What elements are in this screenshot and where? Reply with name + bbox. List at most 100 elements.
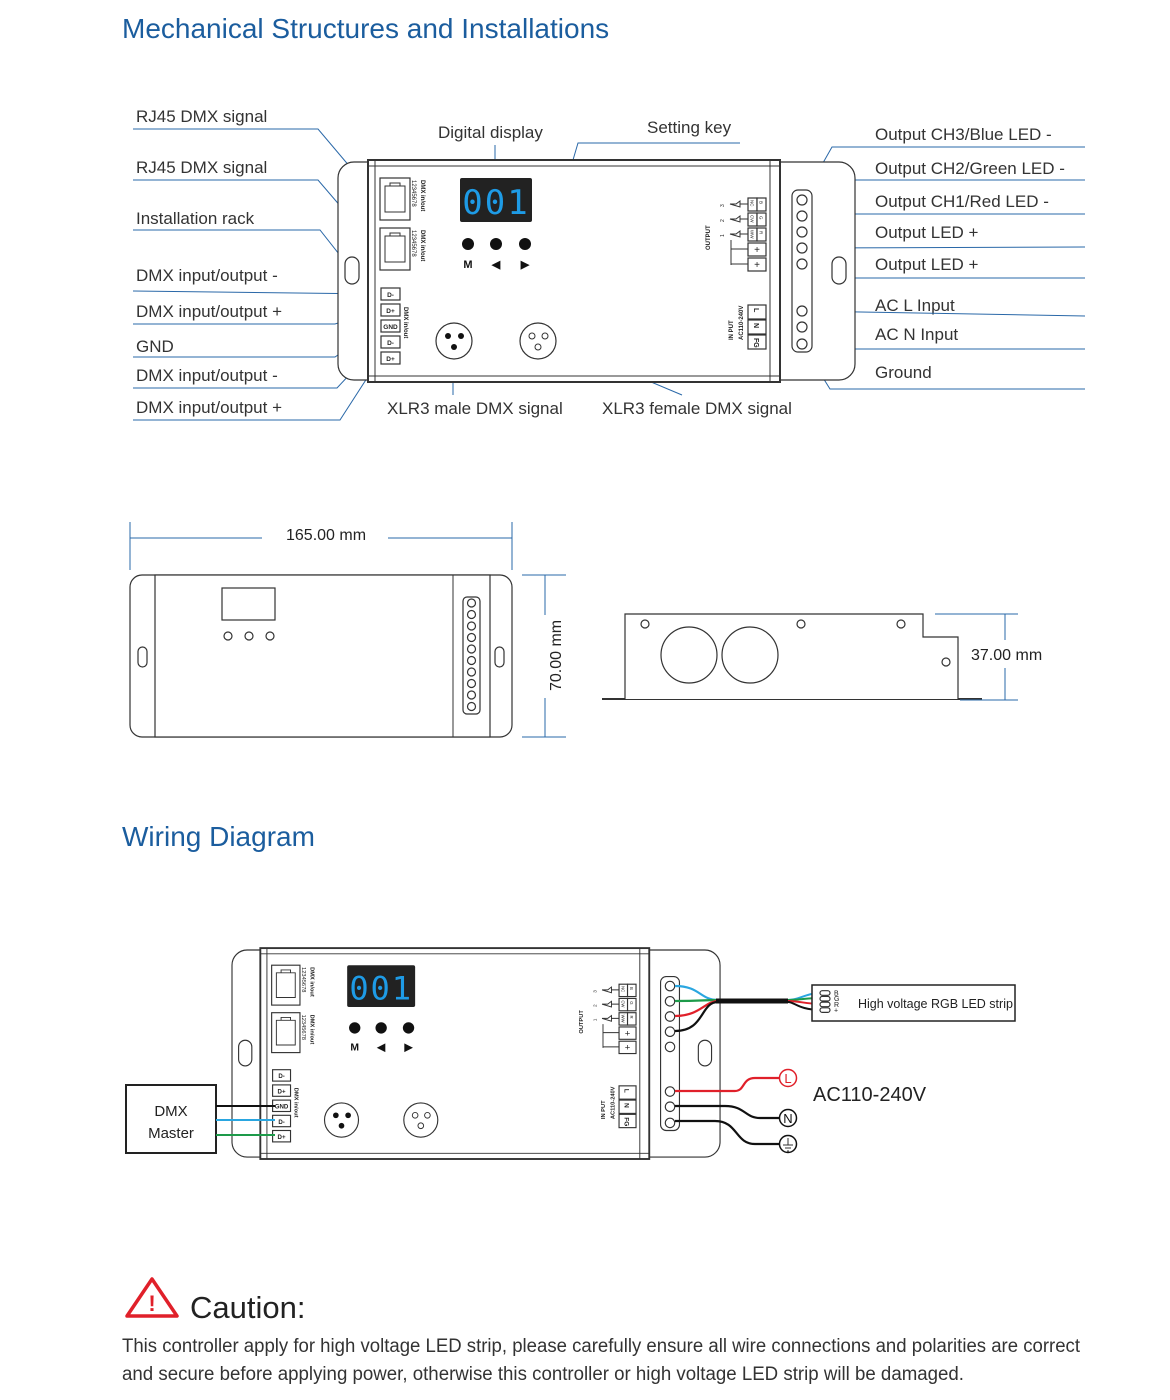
led-symbol-icon [729, 200, 748, 208]
callout-dmx-minus-1: DMX input/output - [136, 266, 278, 285]
terminal-screw [466, 621, 477, 631]
callout-xlr-male: XLR3 male DMX signal [387, 399, 563, 418]
output-channel-number: 1 [720, 234, 726, 237]
led-strip-box [811, 984, 1016, 1022]
terminal-screw [664, 1041, 676, 1053]
xlr-female-connector [519, 322, 557, 360]
terminal-screws [466, 598, 477, 712]
dmx-terminal [272, 1129, 292, 1143]
terminal-screw [796, 242, 808, 254]
terminal-screw [466, 701, 477, 712]
ac-voltage-label: AC110-240V [813, 1084, 927, 1106]
mount-slot [831, 256, 847, 285]
dmx-master: DMX Master [125, 1084, 217, 1154]
dmx-terminal [380, 287, 401, 301]
xlr-socket [534, 343, 542, 351]
output-terminal-label: G [759, 216, 764, 220]
button-hole [265, 631, 275, 641]
display-value: 001 [349, 969, 413, 1007]
callout-ch2: Output CH2/Green LED - [875, 159, 1065, 178]
strip-pin [819, 1007, 831, 1013]
dmx-terminal-label: D+ [278, 1134, 286, 1141]
rj45-label: DMX in/out [308, 967, 314, 997]
warning-icon: ! [125, 1277, 179, 1318]
dmx-terminal-label: D- [278, 1119, 284, 1126]
housing-body [259, 947, 651, 1160]
dmx-terminal-label: D+ [386, 356, 395, 363]
led-strip: High voltage RGB LED strip BGR+ [811, 984, 1016, 1022]
output-terminal-label: CW [620, 1000, 625, 1007]
output-terminal-label: NC [750, 200, 755, 207]
input-terminal-label: L [752, 308, 759, 313]
dmx-terminal-label: GND [275, 1104, 289, 1111]
led-symbol-icon [601, 1014, 620, 1022]
terminal-screw [664, 1026, 676, 1038]
setting-key-button [519, 238, 531, 250]
callout-gnd: GND [136, 337, 174, 356]
led-strip-label: High voltage RGB LED strip [858, 997, 1013, 1011]
output-terminal [756, 227, 767, 242]
xlr-socket [424, 1111, 431, 1119]
wire-black [674, 1000, 719, 1033]
callout-rj45-2: RJ45 DMX signal [136, 158, 267, 177]
input-terminal [747, 334, 767, 350]
input-label: IN PUT [729, 320, 735, 340]
output-terminal-label: G [629, 1001, 634, 1004]
xlr-pin [338, 1122, 345, 1129]
callout-ch1: Output CH1/Red LED - [875, 192, 1049, 211]
button-hole [244, 631, 254, 641]
section-title-wiring: Wiring Diagram [122, 821, 315, 852]
dmx-master-label-1: DMX [154, 1103, 187, 1120]
input-terminal [618, 1085, 637, 1100]
dimension-top-view: 165.00 mm 70.00 mm [129, 522, 566, 738]
dimension-side-view: 37.00 mm [602, 613, 1042, 701]
output-terminal [618, 1026, 637, 1040]
output-terminal [756, 197, 767, 212]
led-symbol-icon [601, 1000, 620, 1008]
xlr-male-connector [435, 322, 473, 360]
strip-pin-label: + [834, 1008, 838, 1015]
output-terminal-label: + [754, 260, 760, 271]
setting-key-label: ▶ [404, 1043, 414, 1054]
callout-ac-l: AC L Input [875, 296, 955, 315]
callout-installation-rack: Installation rack [136, 209, 255, 228]
output-terminal-label: + [754, 245, 760, 256]
mount-slot [238, 1039, 253, 1067]
terminal-screw [796, 226, 808, 238]
leader-line [133, 229, 351, 269]
rj45-pins: 12345678 [300, 967, 306, 992]
dim-width: 70.00 mm [548, 620, 565, 691]
output-terminal [626, 983, 637, 998]
dmx-terminal-label: GND [383, 324, 398, 331]
terminal-screw [796, 210, 808, 222]
strip-pin [819, 995, 831, 1002]
callout-digital-display: Digital display [438, 123, 543, 142]
callout-ch3: Output CH3/Blue LED - [875, 125, 1052, 144]
input-terminal [747, 304, 767, 320]
wire-ground [675, 1119, 780, 1146]
setting-key-label: M [463, 259, 472, 271]
output-terminal [756, 212, 767, 227]
strip-pin-label: B [834, 991, 839, 998]
wire-ac-l [675, 1076, 780, 1093]
ac-terminals: LN [778, 1068, 798, 1154]
ac-n-label: N [783, 1111, 792, 1126]
callout-ground: Ground [875, 363, 932, 382]
dmx-terminal-label: D- [278, 1073, 284, 1080]
output-terminal-label: CW [750, 215, 755, 223]
output-channel-number: 1 [592, 1018, 598, 1021]
xlr-pin [451, 344, 457, 350]
terminal-screw [796, 321, 808, 333]
led-symbol-icon [729, 230, 748, 238]
output-terminal-label: WW [620, 1015, 625, 1023]
setting-key-label: ◀ [376, 1043, 385, 1054]
dmx-terminal-group-label: DMX in/out [402, 307, 408, 338]
xlr-port [721, 626, 779, 684]
display-value: 001 [462, 183, 529, 223]
output-terminal [626, 997, 637, 1012]
terminal-screw [796, 258, 808, 270]
rj45-label: DMX in/out [419, 180, 425, 211]
section-title-mechanical: Mechanical Structures and Installations [122, 13, 609, 44]
